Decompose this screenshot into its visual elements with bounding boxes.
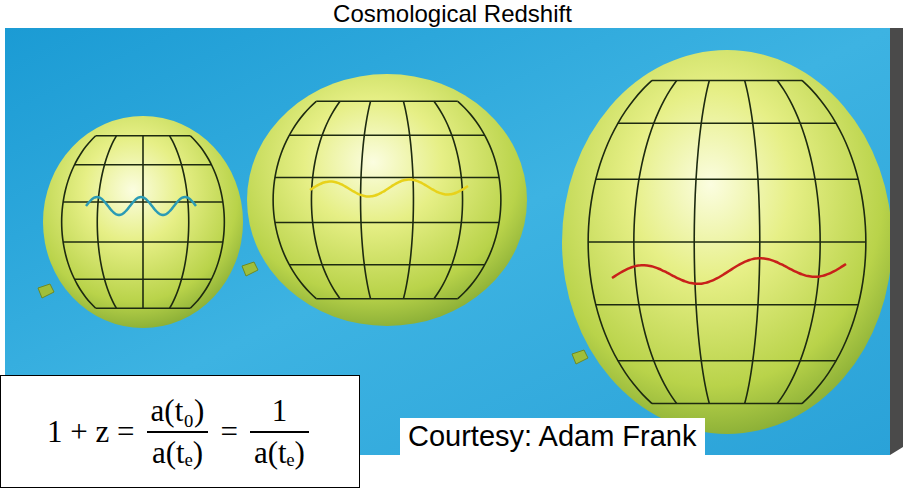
panel-edge bbox=[890, 20, 903, 455]
balloon bbox=[38, 116, 243, 328]
formula-text: 1 + z = bbox=[47, 414, 134, 450]
balloon-knot bbox=[38, 284, 54, 298]
balloon bbox=[562, 50, 890, 434]
grid-line bbox=[618, 122, 836, 124]
grid-line bbox=[190, 136, 224, 308]
credit-text: Courtesy: Adam Frank bbox=[408, 420, 697, 453]
balloon-body bbox=[247, 74, 527, 326]
balloon-body bbox=[43, 116, 243, 328]
grid-line bbox=[63, 241, 223, 243]
numerator: a(t₀) bbox=[147, 393, 209, 433]
grid-line bbox=[434, 101, 463, 298]
grid-line bbox=[170, 136, 189, 308]
grid-line bbox=[275, 177, 499, 179]
balloon-body bbox=[562, 50, 890, 434]
grid-line bbox=[458, 101, 501, 298]
credit-patch: Courtesy: Adam Frank bbox=[400, 418, 705, 455]
title-band: Cosmological Redshift bbox=[0, 0, 905, 28]
grid-line bbox=[96, 307, 191, 309]
grid-line bbox=[63, 201, 223, 203]
grid-line bbox=[652, 403, 802, 405]
fraction: a(t₀)a(tₑ) bbox=[147, 393, 209, 471]
formula-box: 1 + z =a(t₀)a(tₑ)=1a(tₑ) bbox=[0, 375, 360, 488]
grid-line bbox=[289, 134, 484, 136]
grid-line bbox=[618, 360, 836, 362]
fraction: 1a(tₑ) bbox=[250, 393, 309, 471]
grid-line bbox=[588, 241, 866, 243]
grid-line bbox=[361, 101, 371, 298]
denominator: a(tₑ) bbox=[148, 433, 207, 471]
grid-line bbox=[96, 135, 191, 137]
grid-line bbox=[275, 222, 499, 224]
grid-line bbox=[62, 136, 96, 308]
grid-line bbox=[75, 164, 212, 166]
grid-line bbox=[97, 136, 116, 308]
denominator: a(tₑ) bbox=[250, 433, 309, 471]
light-wave bbox=[310, 179, 468, 196]
balloon bbox=[242, 74, 527, 326]
formula-part: 1a(tₑ) bbox=[242, 393, 317, 471]
formula-text: = bbox=[220, 414, 237, 450]
formula-part: a(t₀)a(tₑ) bbox=[139, 393, 217, 471]
grid-line bbox=[75, 278, 212, 280]
balloon-knot bbox=[572, 350, 588, 364]
grid-line bbox=[596, 178, 858, 180]
grid-line bbox=[596, 304, 858, 306]
grid-line bbox=[273, 101, 316, 298]
grid-line bbox=[652, 80, 802, 82]
grid-line bbox=[403, 101, 413, 298]
light-wave bbox=[86, 197, 196, 215]
grid-line bbox=[289, 264, 484, 266]
redshift-formula: 1 + z =a(t₀)a(tₑ)=1a(tₑ) bbox=[43, 393, 317, 471]
formula-part: 1 + z = bbox=[43, 414, 138, 450]
grid-line bbox=[316, 298, 458, 300]
formula-part: = bbox=[216, 414, 241, 450]
numerator: 1 bbox=[250, 393, 309, 433]
title: Cosmological Redshift bbox=[333, 0, 572, 28]
balloon-knot bbox=[242, 262, 258, 276]
grid-line bbox=[316, 101, 458, 103]
light-wave bbox=[612, 258, 846, 284]
grid-line bbox=[311, 101, 340, 298]
grid-line bbox=[142, 136, 144, 308]
